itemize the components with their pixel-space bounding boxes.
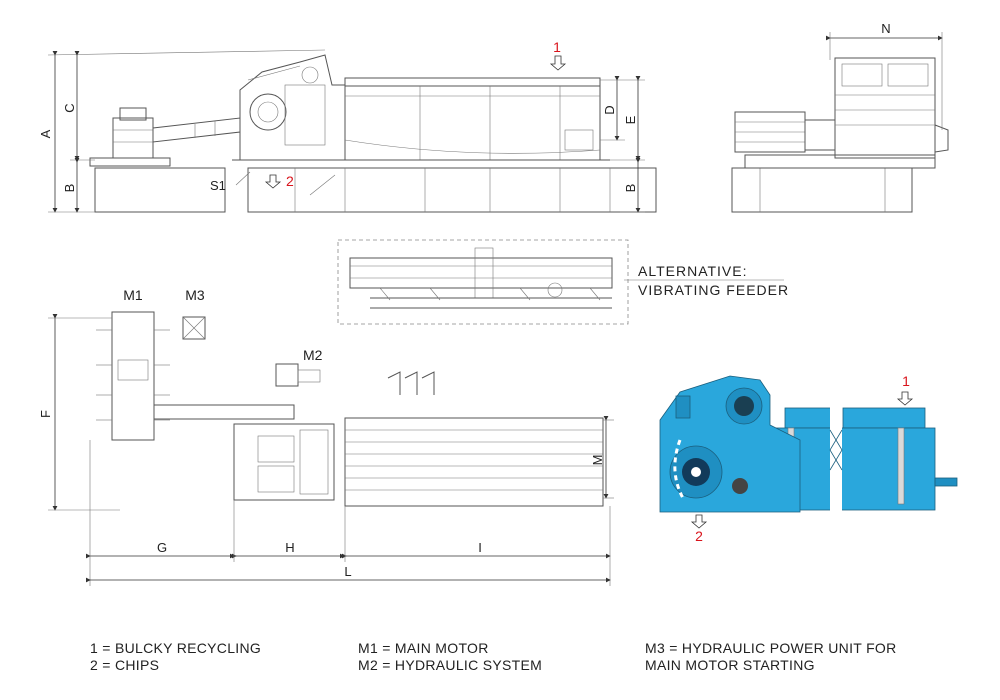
label-m2: M2 [303, 347, 323, 363]
dim-i: I [478, 540, 482, 555]
vibrating-feeder-label: VIBRATING FEEDER [638, 282, 789, 298]
marker-2-side: 2 [286, 173, 294, 189]
vibrating-feeder-view [337, 239, 784, 325]
dim-s1: S1 [210, 178, 226, 193]
dim-e: E [623, 115, 638, 124]
legend-column-2: M1 = MAIN MOTOR M2 = HYDRAULIC SYSTEM [358, 640, 542, 674]
dim-c: C [62, 103, 77, 112]
dim-f: F [38, 410, 53, 418]
label-m3: M3 [185, 287, 205, 303]
marker-2-colored: 2 [695, 528, 703, 544]
front-elevation-view [731, 32, 949, 213]
dim-m: M [590, 455, 605, 466]
marker-1-colored: 1 [902, 373, 910, 389]
colored-section-view [659, 375, 958, 529]
dim-a: A [38, 129, 53, 138]
alternative-label: ALTERNATIVE: [638, 263, 748, 279]
label-m1: M1 [123, 287, 143, 303]
legend-item: 2 = CHIPS [90, 657, 160, 673]
dim-b-left: B [62, 184, 77, 193]
dim-g: G [157, 540, 167, 555]
dim-h: H [285, 540, 294, 555]
side-elevation-view [47, 49, 657, 213]
legend-item: M1 = MAIN MOTOR [358, 640, 489, 656]
dim-l: L [344, 564, 351, 579]
legend-item: 1 = BULCKY RECYCLING [90, 640, 262, 656]
dim-d: D [602, 105, 617, 114]
legend-item: M3 = HYDRAULIC POWER UNIT FOR [645, 640, 897, 656]
legend-column-3: M3 = HYDRAULIC POWER UNIT FOR MAIN MOTOR… [645, 640, 897, 674]
legend-column-1: 1 = BULCKY RECYCLING 2 = CHIPS [90, 640, 261, 674]
dim-b-right: B [623, 184, 638, 193]
dim-n: N [881, 21, 890, 36]
legend-item: M2 = HYDRAULIC SYSTEM [358, 657, 543, 673]
legend-item: MAIN MOTOR STARTING [645, 657, 815, 673]
plan-view [48, 311, 614, 586]
marker-1-side: 1 [553, 39, 561, 55]
